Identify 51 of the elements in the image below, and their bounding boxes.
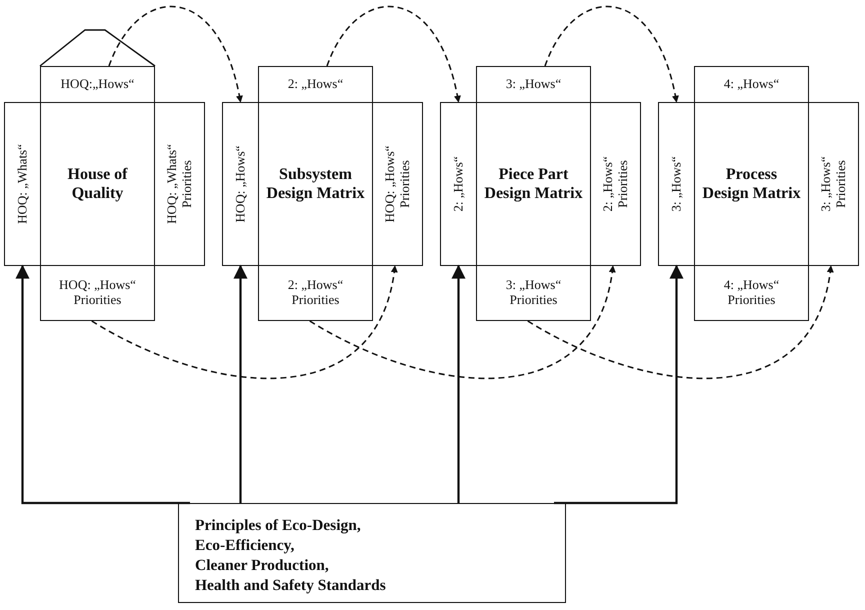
section-label: 3: „Hows“ Priorities <box>504 278 562 308</box>
principles-box <box>178 503 566 603</box>
section-label: 3: „Hows“ <box>506 77 562 92</box>
matrix-section <box>476 265 591 321</box>
principles-line: Eco-Efficiency, <box>195 536 296 556</box>
matrix-section <box>258 66 373 103</box>
matrix-section <box>258 265 373 321</box>
matrix-section <box>40 265 155 321</box>
dashed-arrow <box>309 265 616 379</box>
matrix-section <box>694 66 809 103</box>
matrix-title: Subsystem Design Matrix <box>266 164 366 204</box>
matrix-section <box>590 102 641 266</box>
matrix-section <box>154 102 205 266</box>
matrix-section <box>658 102 695 266</box>
matrix-title: House of Quality <box>66 164 129 204</box>
dashed-arrow <box>544 6 679 103</box>
section-label: HOQ:„Hows“ <box>60 77 134 92</box>
matrix-section <box>4 102 41 266</box>
principles-line: Health and Safety Standards <box>195 576 387 596</box>
matrix-section <box>440 102 477 266</box>
matrix-section <box>372 102 423 266</box>
matrix-section <box>694 265 809 321</box>
dashed-arrow <box>91 265 398 379</box>
section-label: 2: „Hows“ Priorities <box>600 155 630 214</box>
arrow <box>452 264 466 503</box>
matrix-title: Process Design Matrix <box>702 164 802 204</box>
section-label: HOQ: „Hows“ Priorities <box>58 278 137 308</box>
matrix-title: Piece Part Design Matrix <box>484 164 584 204</box>
section-label: 4: „Hows“ Priorities <box>722 278 780 308</box>
principles-line: Principles of Eco-Design, <box>195 516 362 536</box>
section-label: HOQ: „Whats“ Priorities <box>164 143 194 226</box>
arrow <box>554 264 684 504</box>
section-label: 2: „Hows“ <box>288 77 344 92</box>
matrix-section <box>476 66 591 103</box>
matrix-section <box>808 102 859 266</box>
section-label: HOQ: „Whats“ <box>15 143 30 226</box>
arrow <box>16 264 190 504</box>
section-label: HOQ: „Hows“ <box>233 144 248 224</box>
matrix-section <box>40 66 155 103</box>
section-label: 3: „Hows“ <box>669 155 684 214</box>
dashed-arrow <box>108 6 243 103</box>
section-label: HOQ: „Hows“ Priorities <box>382 144 412 224</box>
dashed-arrow <box>326 6 461 103</box>
principles-line: Cleaner Production, <box>195 556 330 576</box>
matrix-section <box>222 102 259 266</box>
section-label: 3: „Hows“ Priorities <box>818 155 848 214</box>
section-label: 2: „Hows“ <box>451 155 466 214</box>
dashed-arrow <box>527 265 834 379</box>
section-label: 2: „Hows“ Priorities <box>286 278 344 308</box>
arrow <box>234 264 248 503</box>
section-label: 4: „Hows“ <box>724 77 780 92</box>
